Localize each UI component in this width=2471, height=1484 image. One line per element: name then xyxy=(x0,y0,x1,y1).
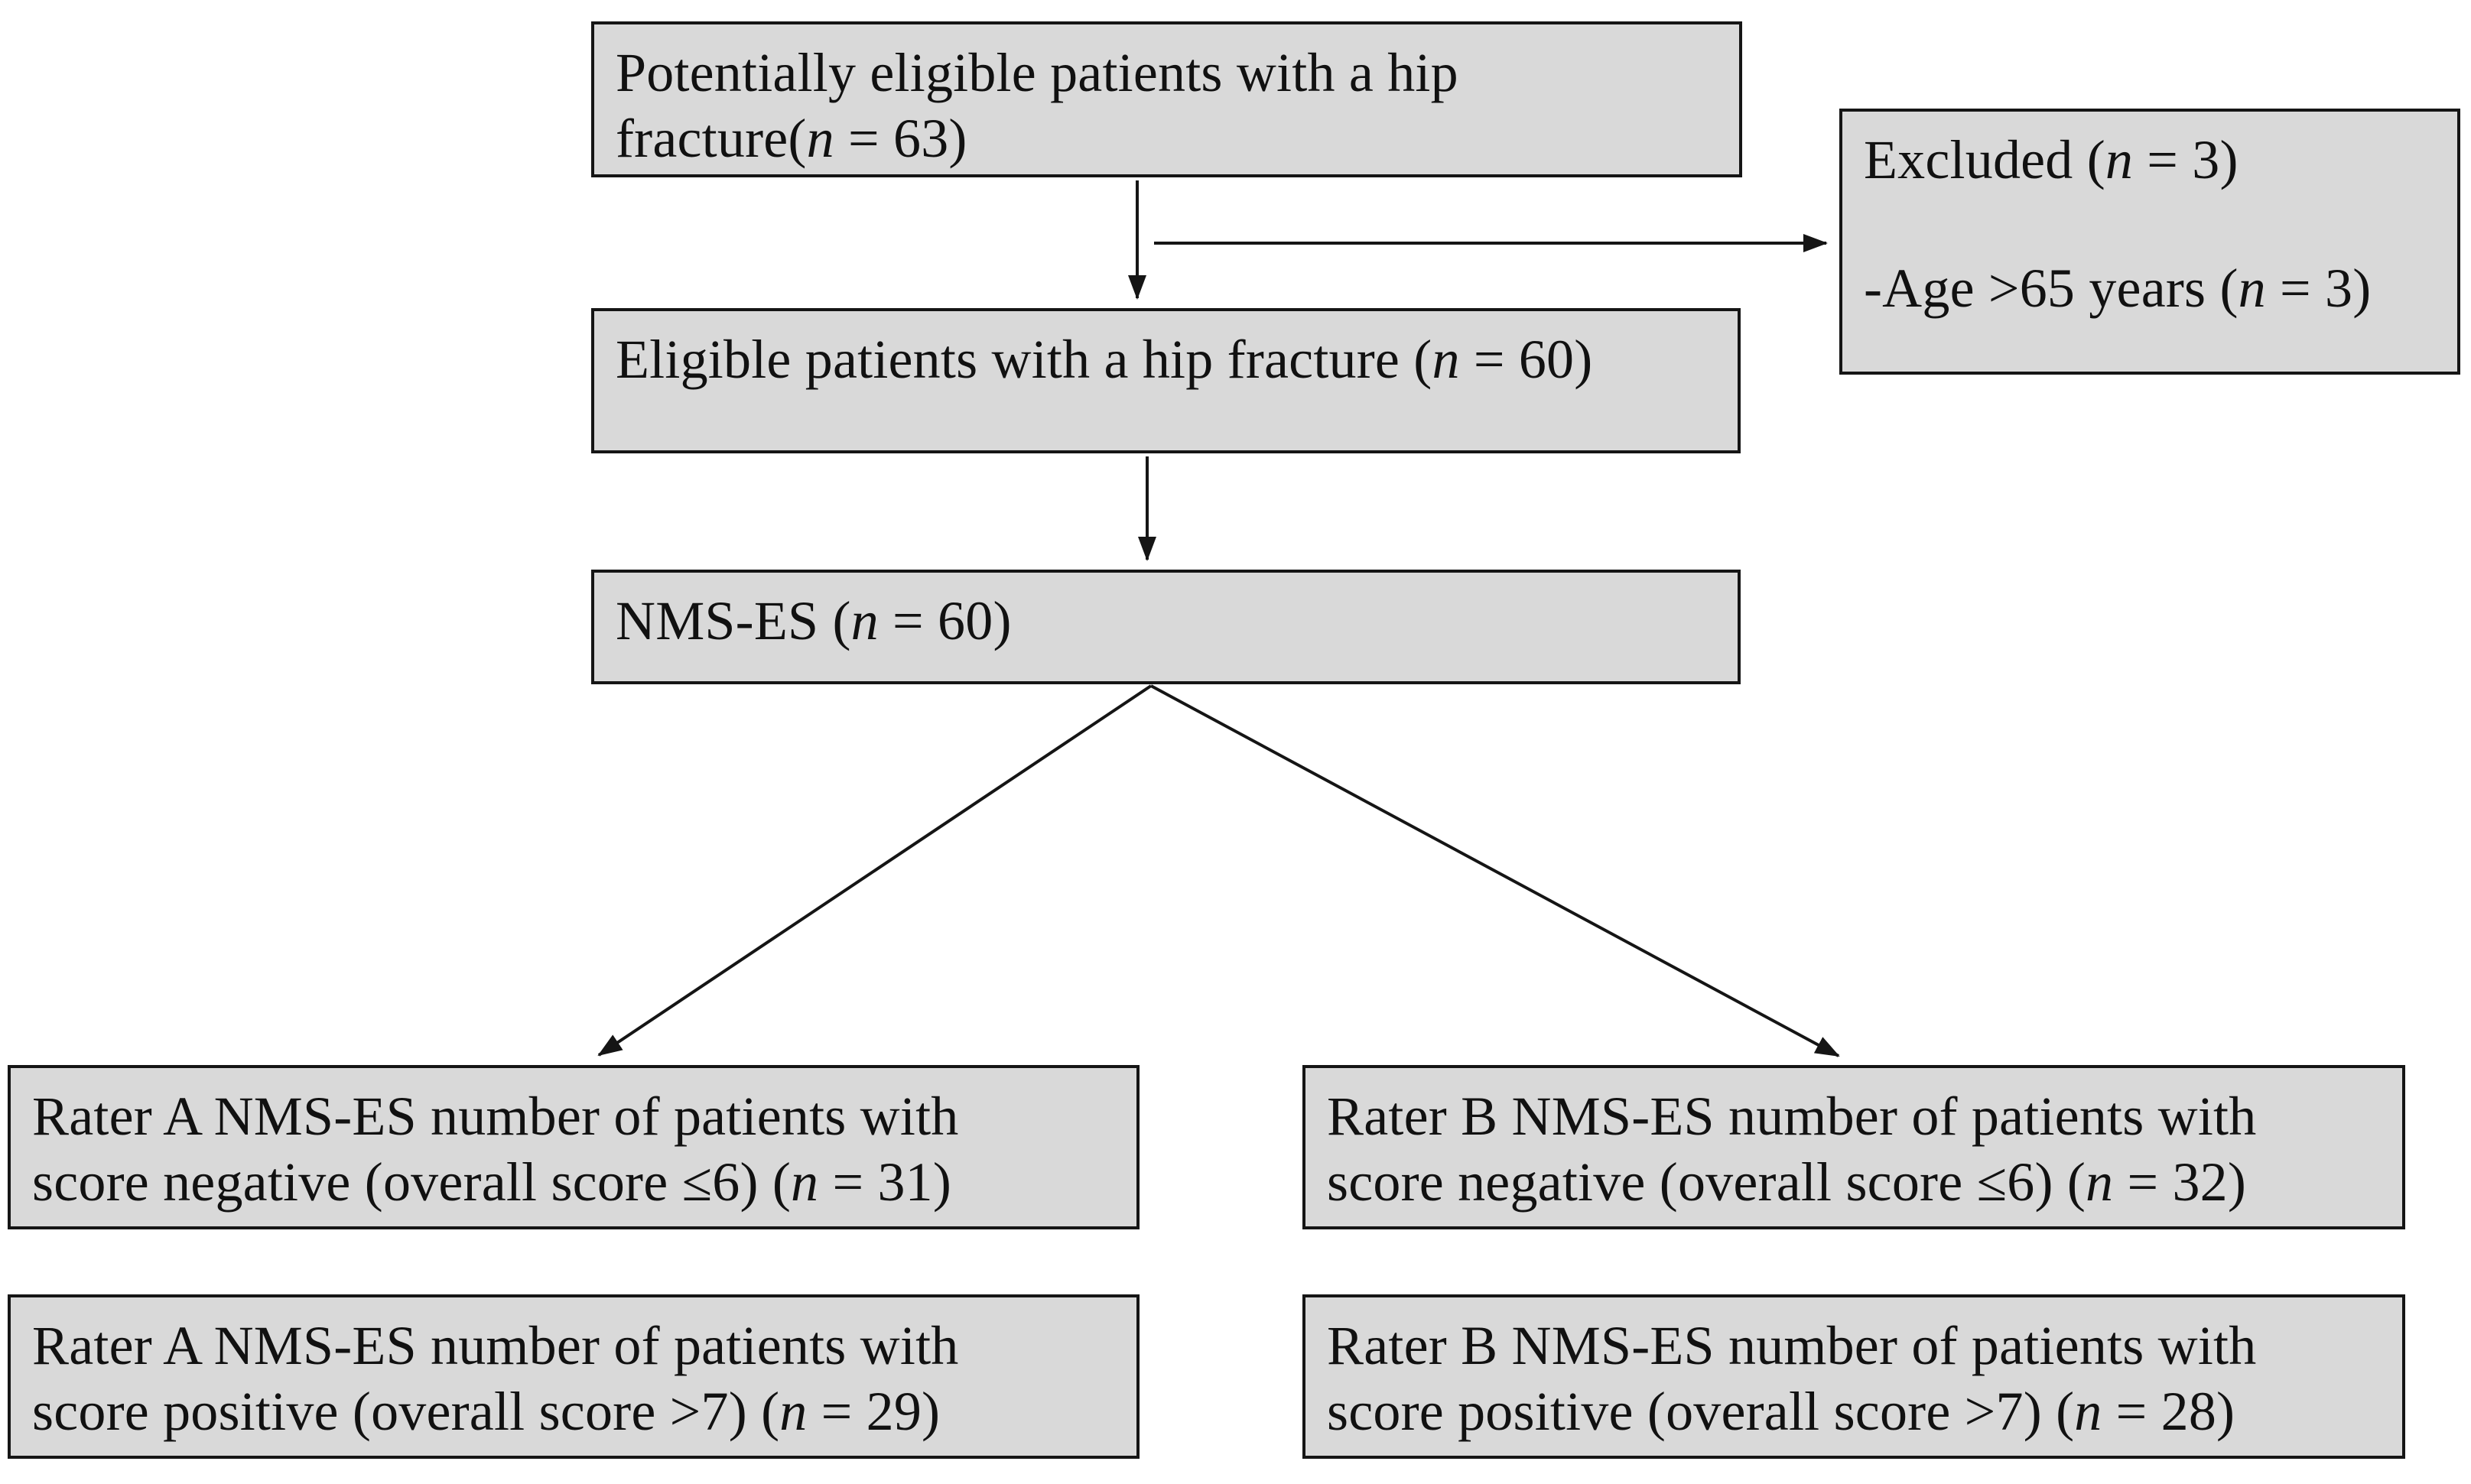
node-text-line: score positive (overall score >7) (n = 2… xyxy=(32,1381,941,1442)
arrow-nms-to-rater-b xyxy=(1150,684,1840,1057)
node-rater-b-positive: Rater B NMS-ES number of patients with s… xyxy=(1302,1294,2405,1459)
node-excluded: Excluded (n = 3) -Age >65 years (n = 3) xyxy=(1839,109,2460,375)
node-text-line: score negative (overall score ≤6) (n = 3… xyxy=(32,1151,952,1213)
node-text-line: score positive (overall score >7) (n = 2… xyxy=(1327,1381,2235,1442)
arrow-nms-to-rater-a xyxy=(597,684,1153,1057)
node-text-line: Excluded (n = 3) xyxy=(1864,129,2239,190)
node-text-line: Rater A NMS-ES number of patients with xyxy=(32,1315,959,1376)
node-rater-a-positive: Rater A NMS-ES number of patients with s… xyxy=(8,1294,1140,1459)
node-eligible: Eligible patients with a hip fracture (n… xyxy=(591,308,1741,453)
node-rater-b-negative: Rater B NMS-ES number of patients with s… xyxy=(1302,1065,2405,1229)
node-text-line: score negative (overall score ≤6) (n = 3… xyxy=(1327,1151,2247,1213)
node-text-line: Rater A NMS-ES number of patients with xyxy=(32,1086,959,1147)
node-text-line: fracture(n = 63) xyxy=(616,108,967,169)
node-text-line: Rater B NMS-ES number of patients with xyxy=(1327,1086,2257,1147)
node-rater-a-negative: Rater A NMS-ES number of patients with s… xyxy=(8,1065,1140,1229)
node-text-line: NMS-ES (n = 60) xyxy=(616,590,1012,651)
node-text-line: Potentially eligible patients with a hip xyxy=(616,42,1458,103)
node-text-line: -Age >65 years (n = 3) xyxy=(1864,258,2372,319)
node-text-line: Rater B NMS-ES number of patients with xyxy=(1327,1315,2257,1376)
node-text-line: Eligible patients with a hip fracture (n… xyxy=(616,329,1593,390)
node-nms-es: NMS-ES (n = 60) xyxy=(591,570,1741,684)
node-potentially-eligible: Potentially eligible patients with a hip… xyxy=(591,21,1742,177)
